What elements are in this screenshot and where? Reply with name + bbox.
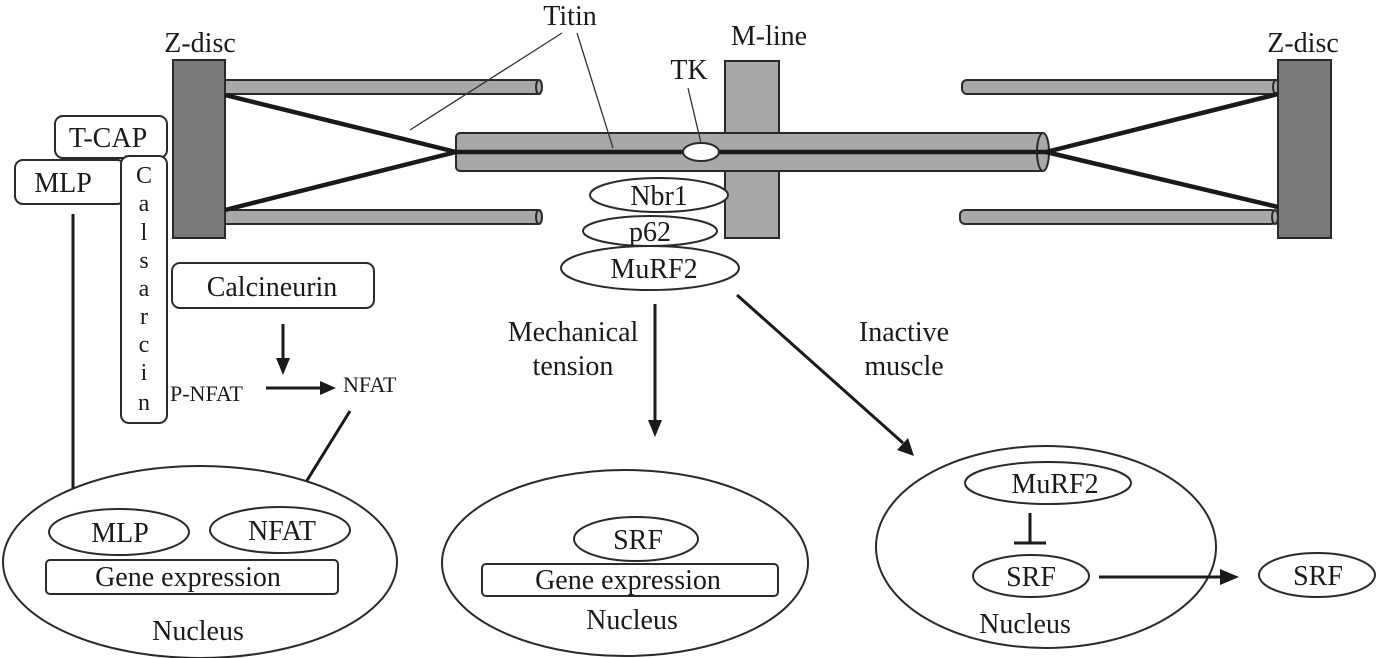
murf2-label: MuRF2 bbox=[610, 254, 697, 285]
p62-label: p62 bbox=[629, 217, 671, 248]
gene-expression-label-middle: Gene expression bbox=[535, 565, 721, 596]
nfat-translocation-arrow bbox=[304, 410, 352, 483]
mlp-label: MLP bbox=[34, 168, 92, 199]
murf2-nuclear-label: MuRF2 bbox=[1011, 469, 1098, 500]
arrowhead bbox=[648, 420, 662, 437]
arrowhead bbox=[1220, 569, 1239, 585]
filament-end bbox=[535, 209, 543, 225]
inactive-muscle-label-2: muscle bbox=[864, 351, 943, 382]
titin-leader-line bbox=[576, 32, 614, 149]
svg-text:i: i bbox=[141, 360, 148, 386]
murf2 bbox=[560, 245, 740, 291]
mlp-nuclear-label: MLP bbox=[91, 518, 149, 549]
svg-text:a: a bbox=[139, 276, 150, 302]
z-disc-right-label: Z-disc bbox=[1267, 28, 1339, 59]
srf-cytoplasmic-label: SRF bbox=[1293, 561, 1343, 592]
svg-text:r: r bbox=[140, 304, 148, 330]
titin-kinase bbox=[682, 142, 720, 162]
mlp-nuclear bbox=[48, 508, 190, 556]
m-line-label: M-line bbox=[731, 21, 807, 52]
titin-leader-line bbox=[409, 32, 563, 131]
z-disc-right bbox=[1277, 59, 1332, 239]
filament-end bbox=[535, 79, 543, 95]
nfat-nuclear-label: NFAT bbox=[248, 516, 316, 547]
gene-expression-box-middle bbox=[481, 563, 779, 597]
z-disc-left-label: Z-disc bbox=[164, 28, 236, 59]
thin-filament bbox=[209, 79, 541, 95]
thin-filament bbox=[959, 209, 1277, 225]
inactive-muscle-label-1: Inactive bbox=[859, 317, 949, 348]
murf2-nuclear bbox=[964, 461, 1132, 505]
inactive-muscle-arrow bbox=[736, 293, 904, 445]
nucleus-middle-label: Nucleus bbox=[586, 605, 678, 636]
gene-expression-label-left: Gene expression bbox=[95, 562, 281, 593]
z-disc-left bbox=[172, 59, 226, 239]
nbr1 bbox=[589, 177, 729, 213]
srf-label-right: SRF bbox=[1006, 562, 1056, 593]
titin-label: Titin bbox=[543, 1, 596, 32]
svg-text:n: n bbox=[138, 390, 150, 416]
srf-nuclear-right bbox=[972, 554, 1090, 598]
srf-label-middle: SRF bbox=[613, 525, 663, 556]
thin-filament bbox=[961, 79, 1281, 95]
mechanical-tension-label-2: tension bbox=[533, 351, 614, 382]
mechanical-tension-label-1: Mechanical bbox=[508, 317, 639, 348]
arrowhead bbox=[320, 381, 336, 395]
thin-filaments-right bbox=[959, 79, 1281, 225]
srf-cytoplasmic bbox=[1258, 552, 1376, 598]
nucleus-right-label: Nucleus bbox=[979, 609, 1071, 640]
calsarcin-label: C a l s a r c i n bbox=[136, 163, 152, 416]
tk-label: TK bbox=[670, 55, 707, 86]
gene-expression-box-left bbox=[45, 559, 339, 595]
srf-nuclear-middle bbox=[573, 516, 699, 562]
calcineurin-label: Calcineurin bbox=[207, 272, 338, 303]
calsarcin-box bbox=[120, 155, 168, 424]
arrowhead bbox=[276, 358, 290, 375]
p-nfat-label: P-NFAT bbox=[170, 381, 244, 406]
nucleus-left-label: Nucleus bbox=[152, 616, 244, 647]
calcineurin-box bbox=[171, 262, 375, 309]
svg-text:C: C bbox=[136, 163, 152, 189]
svg-text:a: a bbox=[139, 191, 150, 217]
svg-text:s: s bbox=[139, 248, 148, 274]
arrowhead bbox=[897, 438, 914, 456]
thin-filament bbox=[209, 209, 541, 225]
nucleus-right bbox=[875, 445, 1217, 649]
nfat-label: NFAT bbox=[343, 372, 397, 397]
svg-text:c: c bbox=[139, 332, 150, 358]
nfat-nuclear bbox=[209, 506, 351, 554]
tk-leader-line bbox=[687, 87, 702, 144]
tcap-box bbox=[54, 115, 168, 159]
titin bbox=[224, 91, 1279, 213]
tcap-label: T-CAP bbox=[69, 123, 147, 154]
thin-filaments-left bbox=[209, 79, 543, 225]
svg-text:l: l bbox=[141, 220, 148, 246]
nbr1-label: Nbr1 bbox=[630, 181, 688, 212]
